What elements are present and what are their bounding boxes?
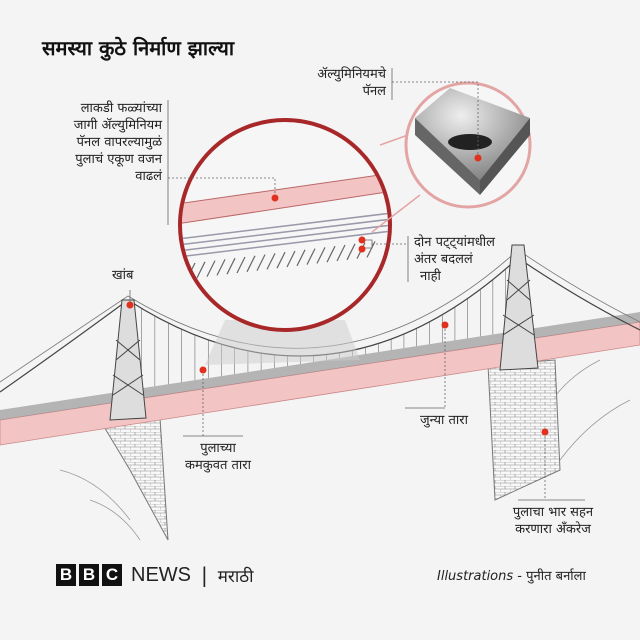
deck-rod [236, 256, 246, 274]
label-weak-cables: पुलाच्या कमकुवत तारा [173, 440, 263, 474]
label-strip-gap: दोन पट्ट्यांमधील अंतर बदललं नाही [414, 234, 495, 285]
deck-rod [296, 249, 306, 267]
deck-rod [216, 259, 226, 276]
label-old-cables: जुन्या तारा [420, 413, 468, 428]
deck-rod [276, 251, 286, 269]
zoom-circle-deck [178, 118, 392, 332]
label-line: नाही [420, 269, 441, 284]
label-line: पुलाच्या [200, 441, 236, 456]
label-line: अंतर बदललं [414, 252, 473, 267]
left-tower [109, 299, 147, 421]
deck-rod [246, 255, 256, 273]
label-line: जागी ॲल्युमिनियम [73, 118, 162, 133]
right-tower [499, 244, 539, 371]
label-line: पॅनल वापरल्यामुळं [76, 135, 162, 150]
logo-news: NEWS [131, 563, 191, 586]
credit-name: पुनीत बर्नाला [526, 569, 586, 584]
label-line: कमकुवत तारा [185, 458, 251, 473]
label-line: पुलाचं एकूण वजन [75, 152, 162, 167]
logo-language: मराठी [217, 566, 254, 587]
label-line: पॅनल [362, 84, 386, 99]
deck-rod [316, 247, 326, 264]
label-tower: खांब [112, 268, 134, 283]
logo-letter: B [56, 564, 76, 586]
page-title: समस्या कुठे निर्माण झाल्या [42, 36, 235, 60]
logo-letter: C [102, 564, 122, 586]
deck-rod [226, 257, 236, 275]
deck-rod [336, 244, 346, 262]
label-anchorage: पुलाचा भार सहन करणारा अँकरेज [498, 504, 608, 538]
leader-lines [129, 68, 585, 501]
deck-rod [206, 260, 216, 277]
label-line: ॲल्युमिनियमचे [317, 67, 386, 82]
bbc-news-marathi-logo: B B C NEWS | मराठी [56, 563, 254, 587]
deck-rod [196, 261, 206, 279]
deck-rod [326, 245, 336, 263]
left-pier [99, 417, 169, 541]
marker-dots [126, 154, 549, 436]
label-aluminium-panel: ॲल्युमिनियमचे पॅनल [317, 66, 386, 100]
label-line: वाढलं [135, 169, 162, 184]
deck-rod [346, 243, 356, 261]
logo-letter: B [79, 564, 99, 586]
label-line: पुलाचा भार सहन [512, 505, 594, 520]
deck-rod [286, 250, 296, 268]
credit-dash: - [517, 569, 522, 584]
deck-rod [266, 253, 276, 270]
right-pier [487, 359, 561, 501]
credit-label: Illustrations [437, 569, 514, 584]
label-line: करणारा अँकरेज [515, 522, 591, 537]
deck-rod [256, 254, 266, 271]
label-line: दोन पट्ट्यांमधील [414, 235, 495, 250]
deck-rod [306, 248, 316, 265]
label-deck-weight: लाकडी फळ्यांच्या जागी ॲल्युमिनियम पॅनल व… [74, 100, 162, 185]
label-line: लाकडी फळ्यांच्या [80, 101, 162, 116]
illustration-credit: Illustrations - पुनीत बर्नाला [437, 566, 586, 584]
logo-separator: | [201, 563, 208, 587]
